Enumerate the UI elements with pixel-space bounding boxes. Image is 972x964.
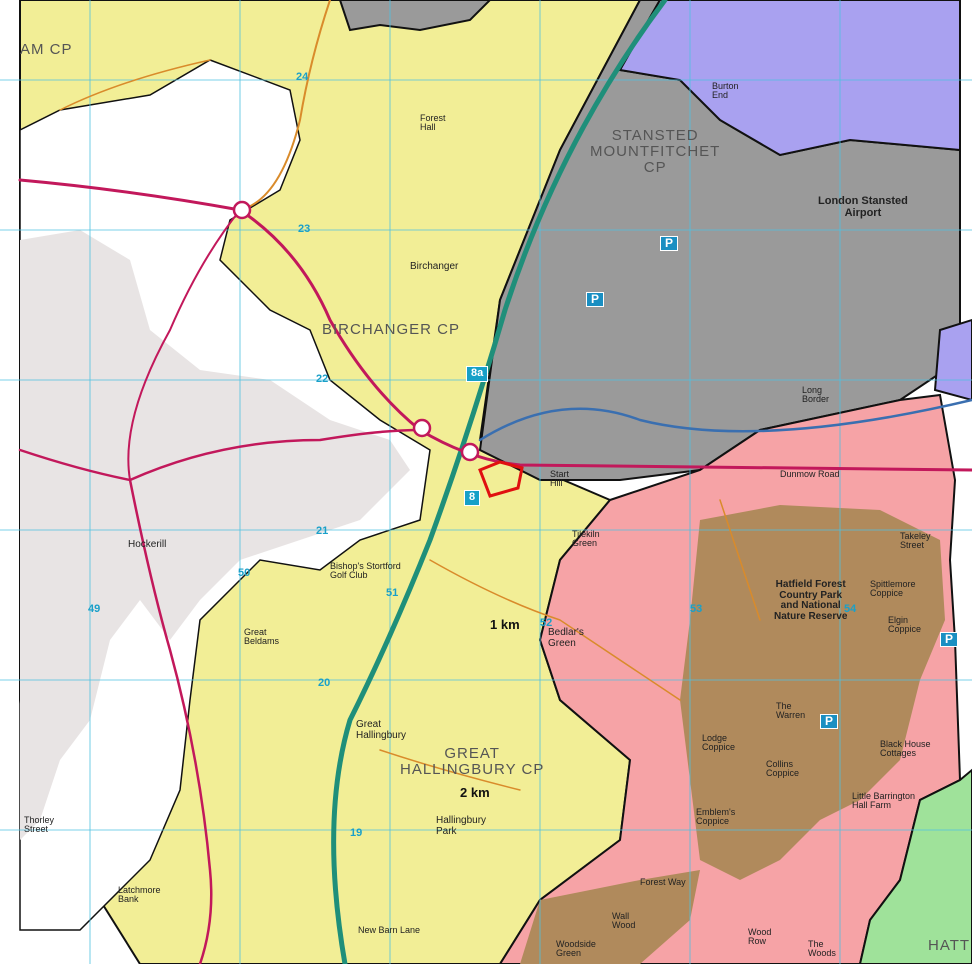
parish-label-stansted: STANSTED MOUNTFITCHET CP [590,127,721,176]
grid-number: 54 [844,603,857,615]
place-label-long-border: Long Border [802,385,830,405]
place-label-takeley-street: Takeley Street [900,531,931,551]
place-label-dunmow-road: Dunmow Road [780,469,840,479]
grid-number: 22 [316,373,329,385]
green-parish-area [858,768,972,964]
grid-number: 24 [296,71,309,83]
place-label-hatfield-forest: Hatfield Forest Country Park and Nationa… [774,579,848,622]
junction-8a-label: 8a [466,366,489,382]
junction-8-label: 8 [464,490,481,506]
place-label-lodge-coppice: Lodge Coppice [702,733,736,753]
place-label-forest-way: Forest Way [640,877,686,887]
place-label-golf-club: Bishop's Stortford Golf Club [330,561,401,581]
place-label-great-beldams: Great Beldams [244,627,280,647]
parish-label-hatt: HATT [928,937,971,954]
place-label-bedlars-green: Bedlar's Green [548,627,584,649]
distance-label-2km: 2 km [460,785,490,800]
place-label-spittlemore-coppice: Spittlemore Coppice [870,579,916,599]
motorway-m11 [331,0,668,964]
place-label-new-barn-lane: New Barn Lane [358,925,421,935]
grid-number: 49 [88,603,101,615]
place-label-forest-hall: Forest Hall [420,113,446,133]
place-label-the-woods: The Woods [808,939,836,959]
distance-label-1km: 1 km [490,617,520,632]
woodland-area [680,505,945,880]
a-road-link [127,209,241,481]
grid-number: 23 [298,223,311,235]
grid-number: 20 [318,677,331,689]
place-label-woodside-green: Woodside Green [556,939,596,959]
b-road [239,0,331,211]
place-label-great-hallingbury: Great Hallingbury [356,719,407,741]
woodland-south [520,870,700,964]
place-label-emblems-coppice: Emblem's Coppice [696,807,736,827]
place-label-wall-wood: Wall Wood [612,911,636,931]
place-label-burton-end: Burton End [712,81,739,101]
grey-parish-top [338,0,492,32]
a-road-a1060 [128,478,213,964]
parking-icon: P [820,714,839,729]
place-label-airport: London Stansted Airport [818,195,908,219]
place-label-latchmore-bank: Latchmore Bank [118,885,161,905]
place-label-elgin-coppice: Elgin Coppice [888,615,922,635]
grid-number: 51 [386,587,399,599]
purple-parish-east [933,318,972,402]
parish-label-am: AM CP [20,41,73,58]
place-label-thorley-street: Thorley Street [24,815,55,835]
parking-icon: P [660,236,679,251]
grid-number: 50 [238,567,251,579]
place-label-hallingbury-park: Hallingbury Park [436,815,487,837]
parish-label-great-hallingbury: GREAT HALLINGBURY CP [400,745,545,778]
grid-number: 19 [350,827,363,839]
a-road-a120 [18,178,972,472]
roundabout [232,200,252,220]
place-label-collins-coppice: Collins Coppice [766,759,800,779]
grid-number: 53 [690,603,703,615]
a-road-a1250 [18,428,422,482]
place-label-start-hill: Start Hill [550,469,570,489]
grid-number: 21 [316,525,329,537]
parish-label-birchanger: BIRCHANGER CP [322,321,461,338]
grid-number: 52 [540,617,553,629]
purple-parish-area [618,0,961,157]
urban-area [20,230,410,840]
place-label-birchanger: Birchanger [410,261,459,272]
b-road [59,59,211,111]
place-label-black-house: Black House Cottages [880,739,931,759]
place-label-tilekiln-green: Tilekiln Green [572,529,600,549]
highlighted-site [478,460,524,498]
roundabout [412,418,432,438]
place-label-wood-row: Wood Row [748,927,772,947]
airport-road [478,398,972,442]
roundabout [460,442,480,462]
road-network [18,0,972,964]
place-label-little-barrington: Little Barrington Hall Farm [852,791,916,811]
place-label-hockerill: Hockerill [128,539,167,550]
b-road [429,559,681,701]
parking-icon: P [940,632,959,647]
parking-icon: P [586,292,605,307]
b-road [379,749,521,791]
place-label-the-warren: The Warren [776,701,806,721]
b-road [719,499,761,621]
